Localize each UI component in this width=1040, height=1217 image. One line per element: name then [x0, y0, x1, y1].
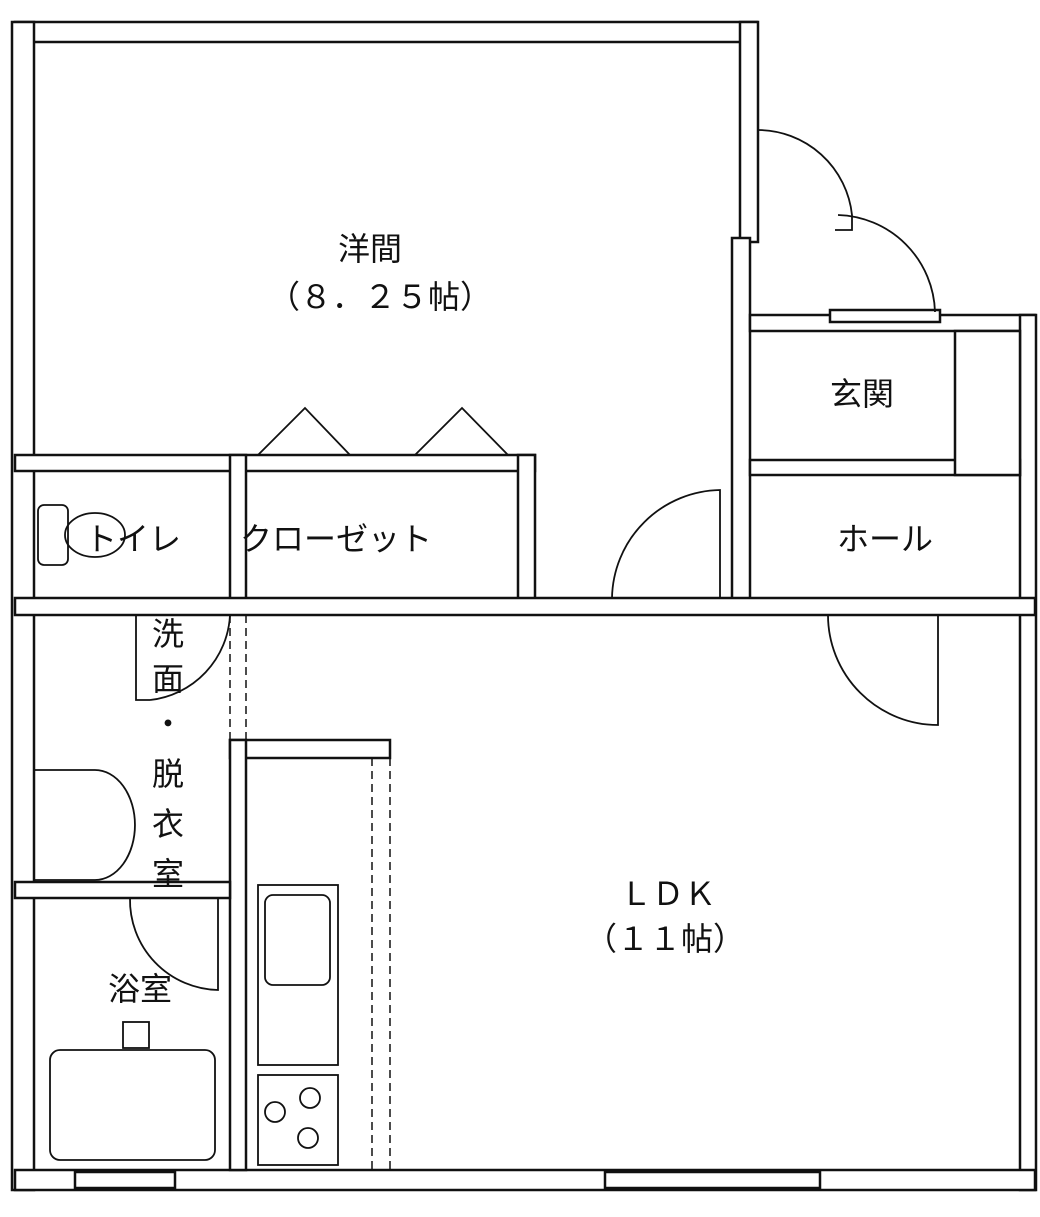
shoe-storage — [953, 329, 1022, 477]
wall-kitchen-left — [228, 738, 248, 1172]
toilet-tank — [37, 504, 69, 566]
walls — [10, 20, 1038, 1192]
closet-doors — [257, 406, 509, 456]
faucet-icon — [122, 1021, 150, 1049]
washroom-door — [135, 614, 231, 701]
toilet-bowl-icon — [64, 512, 126, 558]
entrance-door-2 — [837, 214, 936, 313]
sink-icon — [264, 894, 331, 986]
wall-closet-right — [516, 453, 537, 605]
ldk-label: ＬＤＫ — [620, 875, 716, 913]
ldk-size: （１１帖） — [585, 920, 745, 958]
washroom-label-3: ・ — [152, 705, 184, 743]
kitchen-counter — [257, 884, 339, 1066]
western-room-label: 洋間 — [338, 230, 402, 268]
western-room-size: （８．２５帖） — [268, 278, 492, 316]
wall-kitchen-top — [228, 738, 392, 760]
bath-door — [129, 897, 219, 991]
entrance-door — [757, 129, 853, 231]
bathroom-label: 浴室 — [108, 970, 172, 1008]
fixtures — [35, 504, 339, 1166]
stove-icon — [257, 1074, 339, 1166]
closet-label: クローゼット — [240, 520, 432, 558]
toilet-label: トイレ — [85, 520, 181, 558]
window-ldk — [603, 1170, 822, 1190]
washroom-label-1: 洗 — [152, 615, 184, 653]
wall-closet-top — [13, 453, 537, 473]
ldk-door — [611, 489, 721, 599]
washbasin-icon — [35, 769, 136, 881]
washroom-label-4: 脱 — [152, 755, 184, 793]
window-entrance — [828, 308, 942, 324]
washroom-label-6: 室 — [152, 855, 184, 893]
wall-entrance-left — [730, 236, 752, 615]
entrance-label: 玄関 — [830, 375, 894, 413]
wall-middle — [13, 596, 1037, 617]
wall-top — [13, 20, 759, 44]
hall-door — [827, 614, 939, 726]
window-bath — [73, 1170, 177, 1190]
doors — [129, 129, 939, 991]
wall-right — [1018, 313, 1038, 1192]
bathtub-icon — [49, 1049, 216, 1161]
wall-bath-top — [13, 880, 232, 900]
hall-label: ホール — [837, 520, 933, 558]
washroom-label-5: 衣 — [152, 805, 184, 843]
wall-western-right — [738, 20, 760, 244]
washroom-label-2: 面 — [152, 660, 184, 698]
